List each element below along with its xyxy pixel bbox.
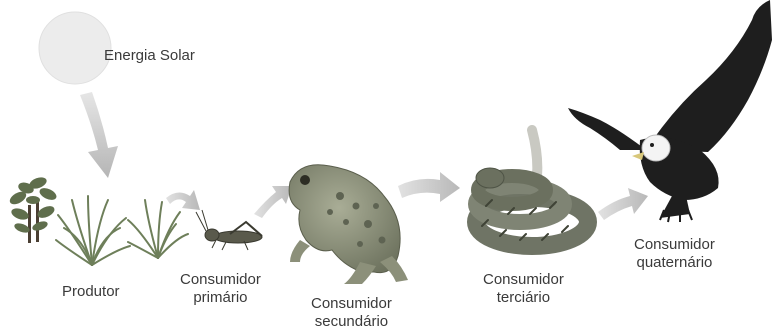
tertiary-consumer-label-line1: Consumidor (483, 271, 564, 288)
tertiary-consumer-label-line2: terciário (496, 289, 551, 306)
secondary-consumer-label: Consumidor secundário (311, 295, 392, 331)
sun-icon (38, 11, 112, 85)
sun-label: Energia Solar (104, 47, 195, 64)
grasshopper-icon (195, 209, 263, 251)
primary-consumer-label: Consumidor primário (180, 271, 261, 307)
snake-icon (467, 125, 597, 255)
arrow-icon (80, 92, 118, 178)
quaternary-consumer-label-line1: Consumidor (634, 236, 715, 253)
plant-icon (55, 195, 189, 266)
primary-consumer-label-line2: primário (193, 289, 248, 306)
secondary-consumer-label-line2: secundário (314, 313, 389, 330)
quaternary-consumer-label: Consumidor quaternário (634, 236, 715, 272)
arrow-icon (166, 190, 200, 210)
arrow-icon (254, 186, 292, 218)
secondary-consumer-label-line1: Consumidor (311, 295, 392, 312)
primary-consumer-label-line1: Consumidor (180, 271, 261, 288)
frog-icon (288, 164, 408, 284)
producer-label: Produtor (62, 283, 120, 300)
tertiary-consumer-label: Consumidor terciário (483, 271, 564, 307)
eagle-icon (568, 0, 772, 223)
quaternary-consumer-label-line2: quaternário (636, 254, 713, 271)
arrow-icon (598, 188, 648, 220)
plant-icon (9, 177, 57, 243)
arrow-icon (398, 172, 460, 202)
